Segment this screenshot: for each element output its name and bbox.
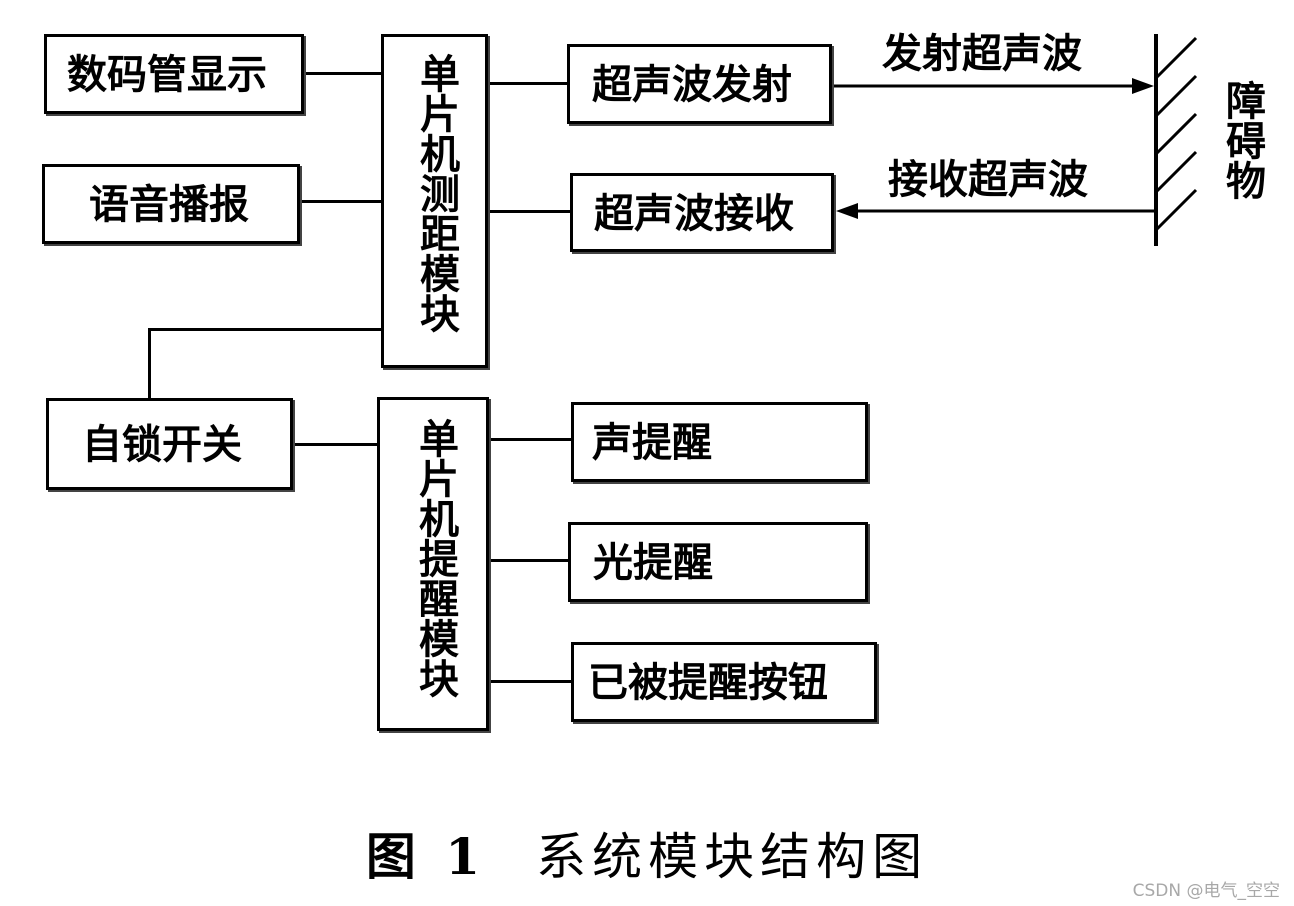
voice-broadcast-label: 语音播报 bbox=[89, 181, 249, 228]
line-reminder-to-light bbox=[489, 559, 571, 562]
ultrasonic-transmit-box: 超声波发射 bbox=[567, 44, 832, 124]
sound-reminder-box: 声提醒 bbox=[571, 402, 868, 482]
ranging-module-label: 单片机测距模块 bbox=[413, 53, 460, 333]
line-ranging-to-switch-h bbox=[148, 328, 384, 331]
light-reminder-label: 光提醒 bbox=[593, 539, 713, 586]
transmitted-wave-label: 发射超声波 bbox=[882, 30, 1082, 77]
sound-reminder-label: 声提醒 bbox=[592, 419, 712, 466]
ultrasonic-receive-label: 超声波接收 bbox=[594, 190, 794, 237]
digital-display-box: 数码管显示 bbox=[44, 34, 304, 114]
self-lock-switch-label: 自锁开关 bbox=[82, 421, 242, 468]
reminder-module-label: 单片机提醒模块 bbox=[412, 418, 459, 698]
digital-display-label: 数码管显示 bbox=[67, 51, 267, 98]
line-voice-to-ranging bbox=[300, 200, 384, 203]
figure-number: 图 1 bbox=[365, 827, 487, 886]
line-display-to-ranging bbox=[304, 72, 384, 75]
line-ranging-to-transmit bbox=[488, 82, 570, 85]
obstacle-hatching bbox=[1154, 36, 1198, 232]
transmit-arrow-head bbox=[1132, 78, 1154, 94]
ultrasonic-receive-box: 超声波接收 bbox=[570, 173, 834, 252]
line-reminder-to-button bbox=[489, 680, 573, 683]
line-reminder-to-sound bbox=[489, 438, 573, 441]
line-switch-to-reminder bbox=[293, 443, 379, 446]
reminded-button-label: 已被提醒按钮 bbox=[588, 659, 828, 706]
line-ranging-to-receive bbox=[488, 210, 572, 213]
line-ranging-to-switch-v bbox=[148, 328, 151, 398]
csdn-watermark: CSDN @电气_空空 bbox=[1132, 881, 1280, 901]
self-lock-switch-box: 自锁开关 bbox=[46, 398, 293, 490]
obstacle-label: 障碍物 bbox=[1219, 80, 1266, 200]
ranging-module-box: 单片机测距模块 bbox=[381, 34, 488, 368]
ultrasonic-transmit-label: 超声波发射 bbox=[592, 61, 792, 108]
reminded-button-box: 已被提醒按钮 bbox=[571, 642, 877, 722]
reminder-module-box: 单片机提醒模块 bbox=[377, 397, 489, 731]
light-reminder-box: 光提醒 bbox=[568, 522, 868, 602]
received-wave-label: 接收超声波 bbox=[888, 156, 1088, 203]
receive-arrow-head bbox=[836, 203, 858, 219]
voice-broadcast-box: 语音播报 bbox=[42, 164, 300, 244]
figure-title: 系统模块结构图 bbox=[536, 828, 929, 886]
